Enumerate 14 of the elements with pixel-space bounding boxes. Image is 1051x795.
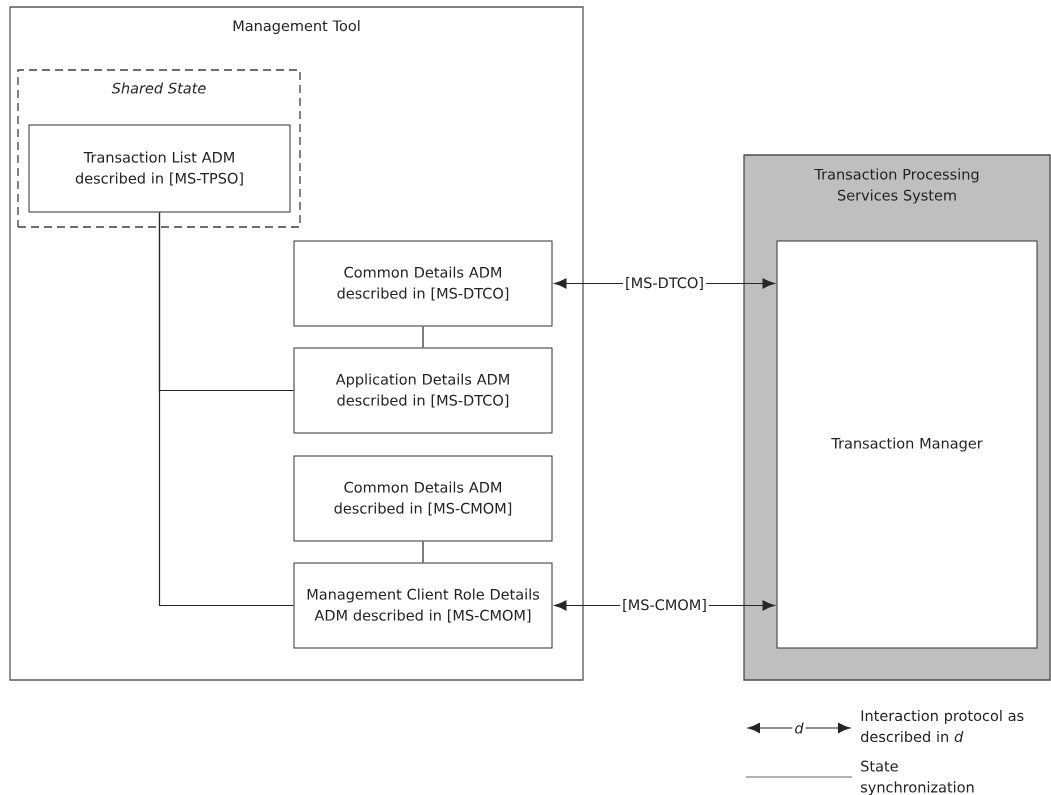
component-box: Application Details ADM described in [MS-DTCO] — [293, 347, 553, 434]
legend-text: Interaction protocol as described in d — [861, 709, 1024, 743]
edge-label: [MS-CMOM] — [620, 597, 709, 614]
legend-text: State synchronization — [861, 760, 974, 795]
edge-label: [MS-DTCO] — [623, 275, 706, 292]
connector — [422, 325, 424, 349]
component-box: Transaction List ADM described in [MS-TPSO] — [28, 124, 291, 213]
component-box: Common Details ADM described in [MS-CMOM] — [293, 455, 553, 542]
connector — [422, 540, 424, 564]
component-box: Common Details ADM described in [MS-DTCO] — [293, 240, 553, 327]
component-box: Management Client Role Details ADM described in [MS-CMOM] — [293, 562, 553, 649]
legend-symbol-label: d — [792, 720, 806, 736]
connector — [158, 211, 295, 607]
component-box: Transaction Manager — [776, 240, 1038, 649]
